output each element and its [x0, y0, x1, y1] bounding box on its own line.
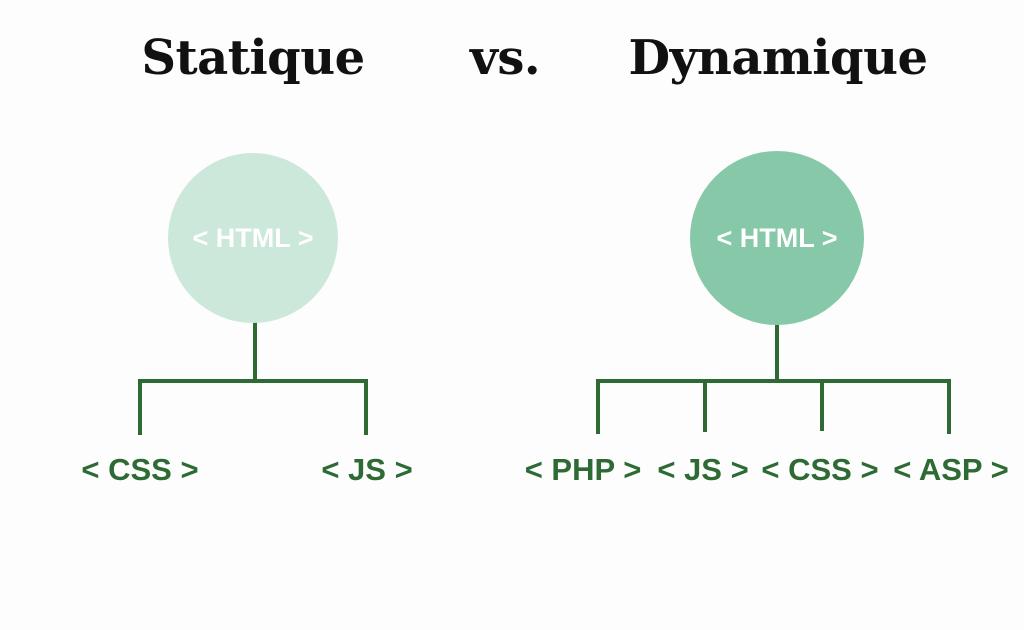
dynamic-html-node: < HTML > — [690, 151, 864, 325]
dynamic-asp-label: < ASP > — [893, 452, 1009, 487]
dynamic-html-label: < HTML > — [716, 222, 838, 253]
title-vs: vs. — [469, 30, 541, 86]
dynamic-css-label: < CSS > — [761, 452, 879, 487]
dynamic-js-label: < JS > — [657, 452, 749, 487]
static-css-label: < CSS > — [81, 452, 199, 487]
dynamic-php-label: < PHP > — [524, 452, 642, 487]
static-js-label: < JS > — [321, 452, 413, 487]
static-html-node: < HTML > — [168, 153, 338, 323]
title-dynamic: Dynamique — [628, 30, 928, 86]
static-html-label: < HTML > — [192, 222, 314, 253]
title-static: Statique — [141, 30, 365, 86]
